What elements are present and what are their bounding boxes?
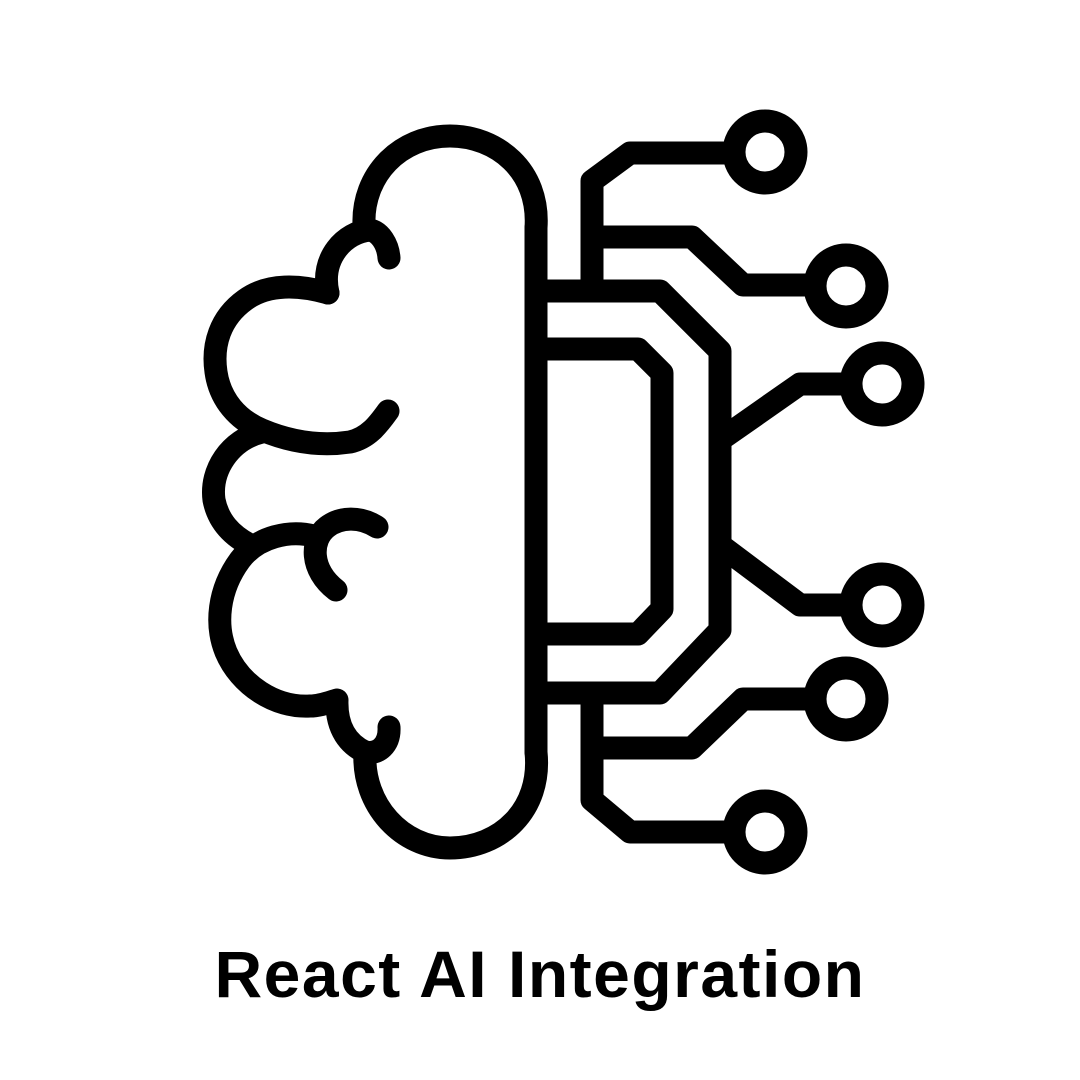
brain-half-icon (202, 124, 549, 860)
node-3-icon (839, 341, 925, 427)
node-4-icon (839, 562, 925, 648)
circuit-nodes (722, 109, 925, 875)
node-6-icon (722, 789, 808, 875)
circuit-board-icon (524, 141, 857, 844)
caption-title: React AI Integration (214, 937, 866, 1011)
node-2-icon (803, 243, 889, 329)
node-5-icon (803, 656, 889, 742)
node-1-icon (722, 109, 808, 195)
